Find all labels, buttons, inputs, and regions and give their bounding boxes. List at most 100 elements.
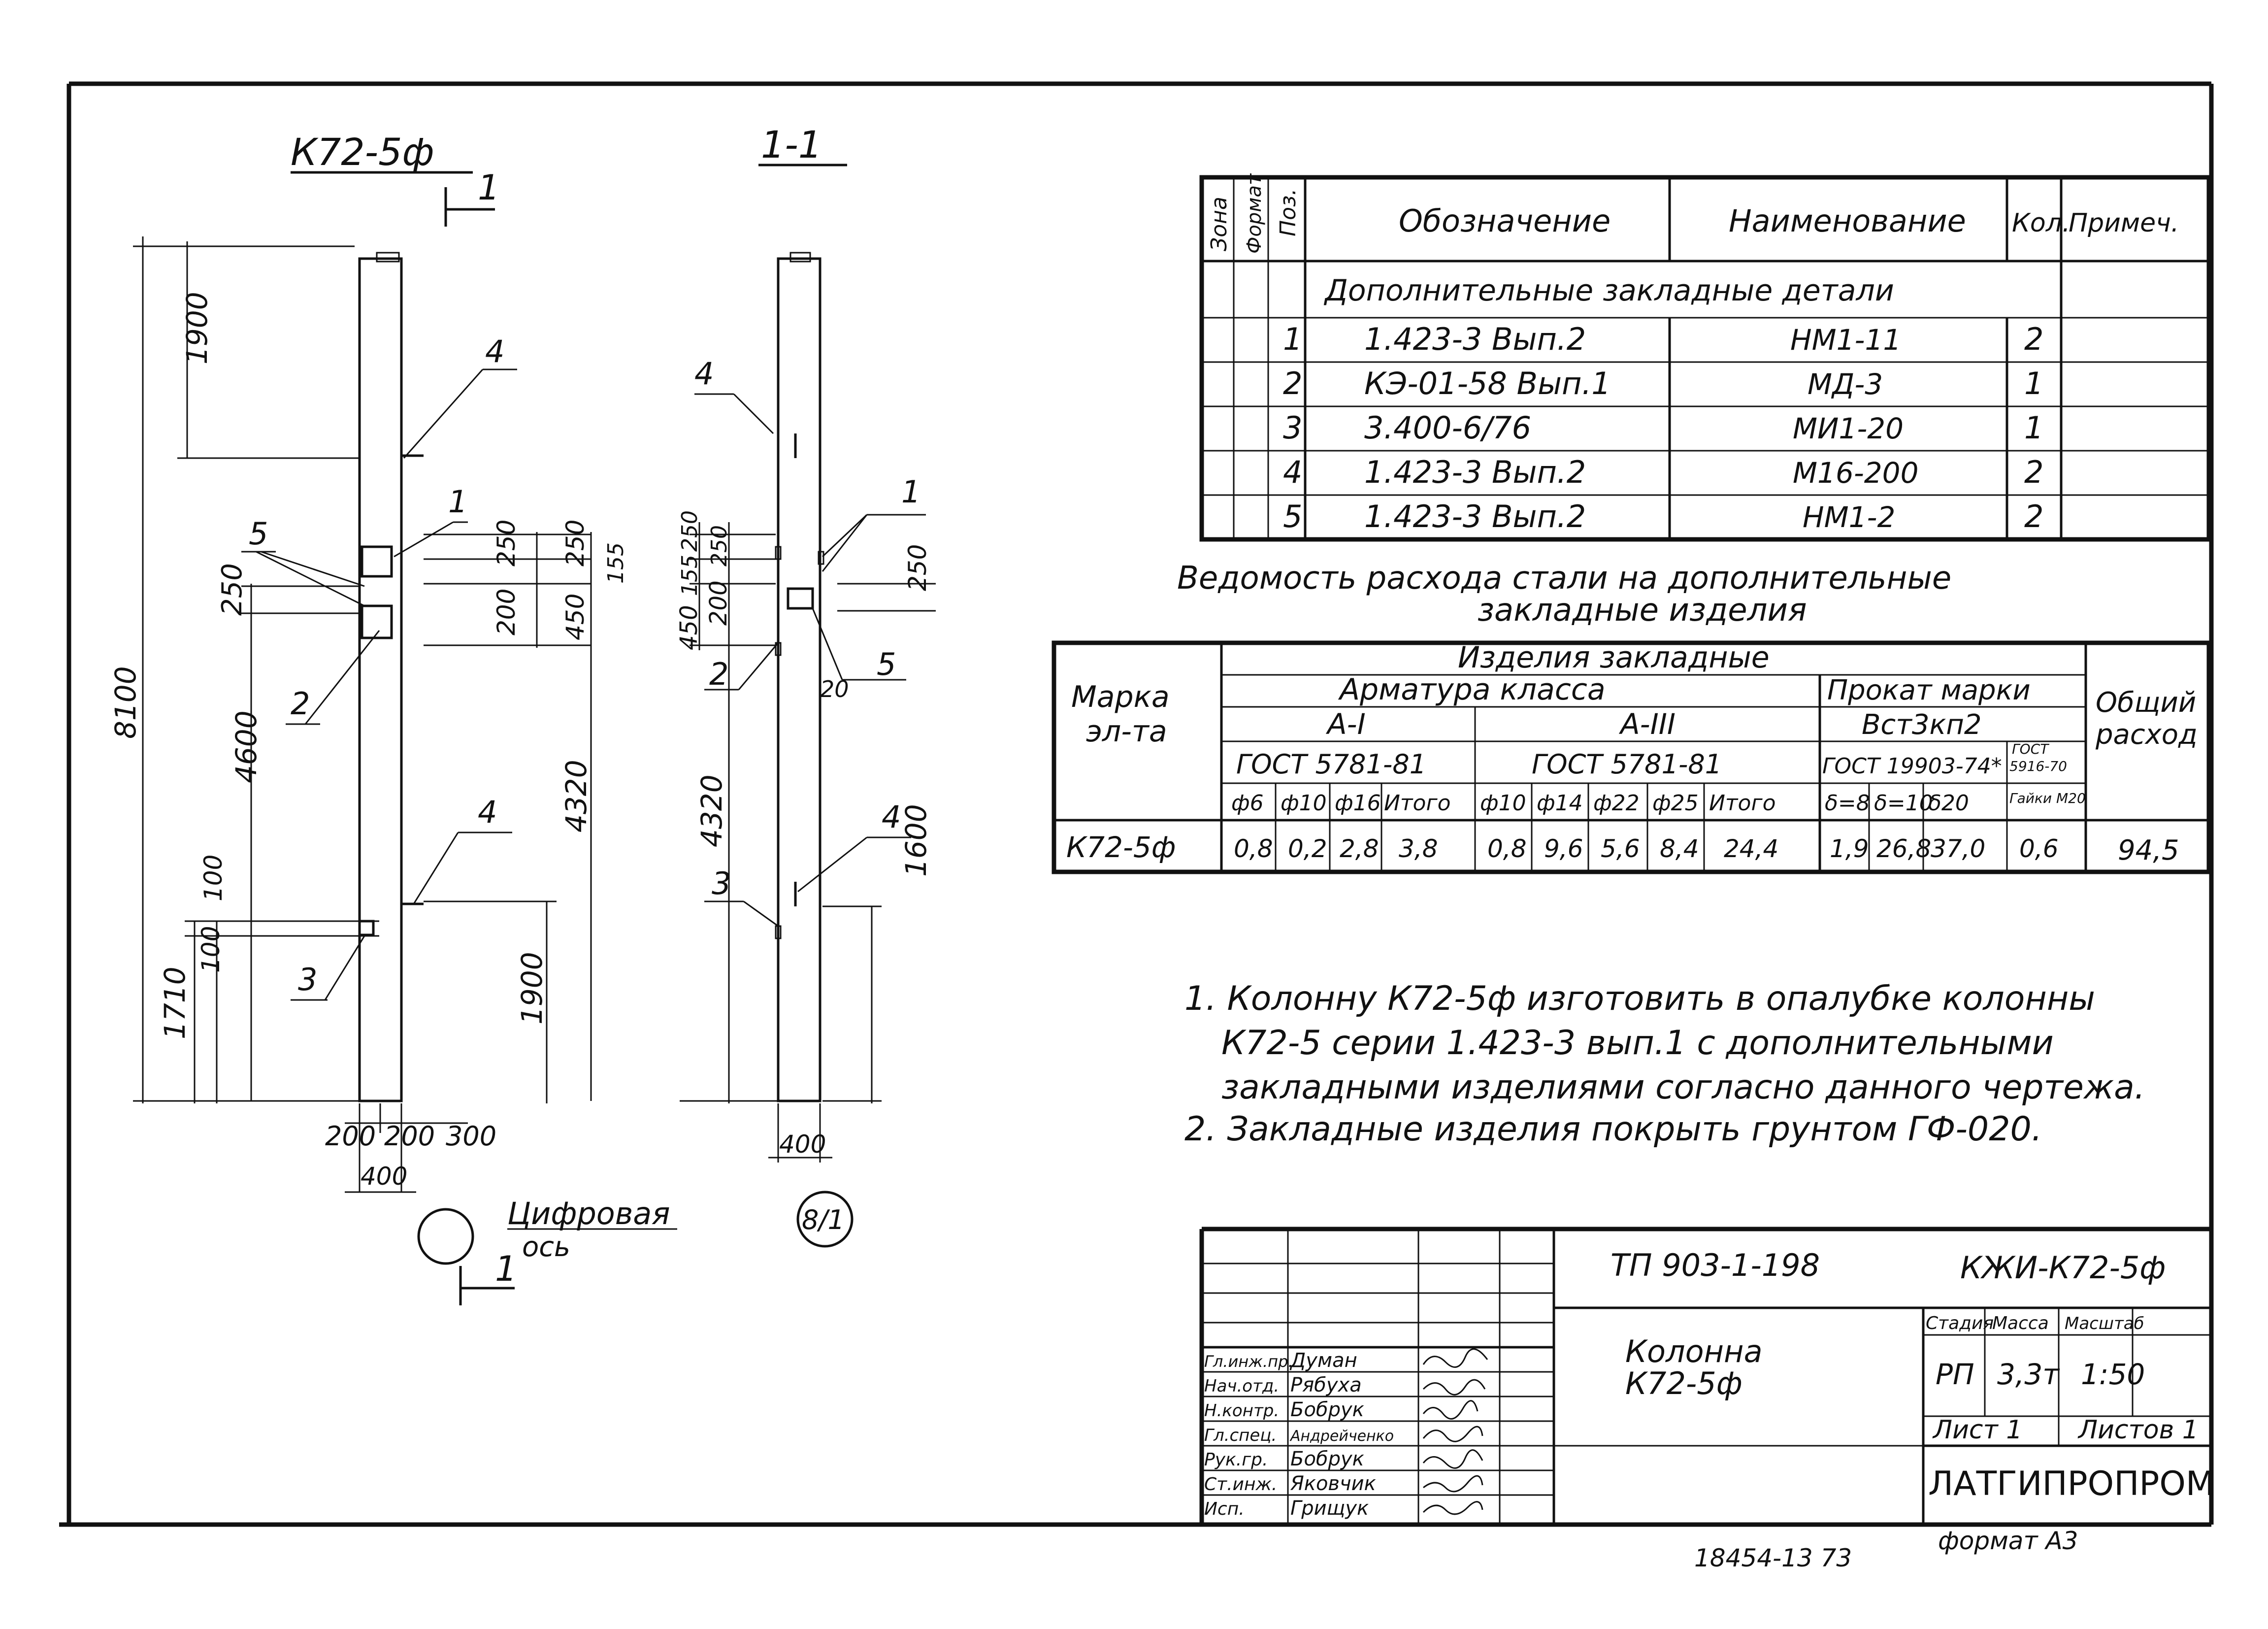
note-line-3: закладными изделиями согласно данного че…	[1221, 1068, 2145, 1107]
steel-table: Ведомость расхода стали на дополнительны…	[1052, 560, 2211, 874]
spec-row3-name: МИ1-20	[1793, 412, 1904, 445]
section-marker-top: 1	[478, 167, 500, 208]
steel-val-9: 24,4	[1724, 834, 1778, 863]
sec-callout-2: 2	[709, 656, 728, 692]
tb-role-6: Ст.инж.	[1204, 1474, 1277, 1495]
steel-rolled-header: Прокат марки	[1827, 674, 2031, 706]
steel-col-total-a3: Итого	[1709, 791, 1776, 816]
facade-title: К72-5ф	[291, 130, 434, 174]
callout-5-left: 5	[249, 516, 268, 552]
spec-row4-name: М16-200	[1793, 456, 1918, 490]
callout-1: 1	[448, 484, 467, 520]
note-line-4: 2. Закладные изделия покрыть грунтом ГФ-…	[1184, 1110, 2042, 1149]
dim-bottom-200a: 200	[325, 1121, 376, 1152]
tb-name-1: Думан	[1289, 1349, 1357, 1372]
callout-3-left: 3	[298, 962, 317, 997]
section-marker-bottom: 1	[495, 1249, 517, 1289]
steel-val-11: 26,8	[1876, 834, 1931, 863]
dim-100-a: 100	[199, 855, 228, 901]
spec-header-designation: Обозначение	[1399, 203, 1611, 239]
tb-name-6: Яковчик	[1290, 1472, 1376, 1495]
tb-name-3: Бобрук	[1290, 1398, 1364, 1421]
spec-row4-pos: 4	[1283, 454, 1302, 490]
dim-155-r: 155	[603, 542, 628, 584]
dim-4320: 4320	[559, 760, 593, 832]
steel-total-header-1: Общий	[2096, 687, 2196, 719]
sec-callout-4-bottom: 4	[882, 799, 901, 835]
spec-header-pos: Поз.	[1276, 189, 1301, 236]
spec-row3-designation: 3.400-6/76	[1364, 410, 1531, 446]
dim-450-r: 450	[561, 594, 590, 640]
spec-row3-pos: 3	[1283, 410, 1302, 446]
sec-dim-155: 155	[677, 555, 702, 596]
sec-dim-250b: 250	[707, 525, 732, 566]
tb-sheets: Листов 1	[2077, 1415, 2199, 1445]
spec-row3-qty: 1	[2024, 410, 2043, 446]
section-axis-bubble: 8/1	[802, 1204, 845, 1235]
tb-signatures: Гл.инж.пр. Думан Нач.отд. Рябуха Н.контр…	[1204, 1348, 1488, 1520]
spec-header-name: Наименование	[1729, 203, 1966, 239]
sec-dim-250-right: 250	[903, 544, 932, 591]
dim-bottom-300: 300	[446, 1121, 496, 1152]
steel-rebar-header: Арматура класса	[1338, 672, 1606, 707]
tb-name-2: Рябуха	[1290, 1374, 1362, 1396]
steel-col-f14: ф14	[1537, 791, 1583, 816]
steel-col-nuts: Гайки М20	[2009, 790, 2086, 806]
sec-callout-5: 5	[877, 646, 896, 682]
spec-section-title: Дополнительные закладные детали	[1323, 273, 1894, 308]
dim-8100: 8100	[109, 666, 142, 739]
column-section-view: 1-1 450 155 250 200 250 4320 250 1600 20	[675, 123, 936, 1248]
tb-role-4: Гл.спец.	[1204, 1426, 1277, 1445]
tb-role-2: Нач.отд.	[1204, 1376, 1279, 1396]
steel-val-3: 2,8	[1340, 834, 1379, 863]
spec-row5-pos: 5	[1283, 499, 1302, 534]
steel-val-7: 5,6	[1601, 834, 1640, 863]
tb-sheet: Лист 1	[1932, 1415, 2022, 1445]
dim-100-b: 100	[197, 926, 225, 973]
dim-1900-top: 1900	[180, 292, 214, 365]
tb-doc-code: КЖИ-К72-5ф	[1960, 1250, 2166, 1286]
sec-dim-250: 250	[677, 510, 702, 552]
spec-row5-qty: 2	[2024, 499, 2043, 534]
tb-scale: 1:50	[2081, 1358, 2145, 1391]
steel-gost-a1: ГОСТ 5781-81	[1236, 749, 1426, 780]
axis-label-line1: Цифровая	[507, 1196, 670, 1231]
spec-row1-pos: 1	[1283, 321, 1302, 357]
steel-table-title-1: Ведомость расхода стали на дополнительны…	[1177, 560, 1951, 597]
tb-item-name-2: К72-5ф	[1625, 1365, 1742, 1401]
sec-dim-1600: 1600	[899, 804, 933, 877]
spec-header-qty: Кол.	[2012, 208, 2071, 238]
steel-col-f25: ф25	[1652, 791, 1699, 816]
steel-gost-m20-1: ГОСТ	[2012, 741, 2049, 757]
steel-val-6: 9,6	[1544, 834, 1583, 863]
spec-row4-designation: 1.423-3 Вып.2	[1364, 454, 1586, 490]
section-plate-5	[787, 587, 814, 610]
steel-values-row: К72-5ф 0,8 0,2 2,8 3,8 0,8 9,6 5,6 8,4 2…	[1066, 831, 2179, 866]
column-facade-view: К72-5ф 1 8100 1900 250 4600 100 100	[109, 130, 677, 1305]
steel-gost-a3: ГОСТ 5781-81	[1532, 749, 1722, 780]
steel-rolled-grade: Вст3кп2	[1862, 709, 1982, 741]
steel-mark-header-1: Марка	[1071, 680, 1170, 714]
dim-1900-bottom: 1900	[515, 952, 549, 1025]
spec-row1-name: НМ1-11	[1790, 323, 1901, 357]
sec-callout-4-top: 4	[694, 356, 714, 392]
steel-col-f10-a3: ф10	[1480, 791, 1526, 816]
steel-val-total: 94,5	[2118, 834, 2179, 866]
dim-1710: 1710	[158, 966, 192, 1039]
spec-row4-qty: 2	[2024, 454, 2043, 490]
steel-col-d20: δ20	[1928, 791, 1969, 816]
sec-dim-4320: 4320	[695, 774, 728, 847]
steel-col-d10: δ=10	[1874, 791, 1933, 816]
tb-scale-label: Масштаб	[2065, 1314, 2144, 1333]
steel-row-mark: К72-5ф	[1066, 831, 1176, 864]
steel-column-headers: ф6 ф10 ф16 Итого ф10 ф14 ф22 ф25 Итого δ…	[1231, 790, 2086, 816]
steel-gost-m20-2: 5916-70	[2009, 758, 2067, 774]
spec-row1-designation: 1.423-3 Вып.2	[1364, 321, 1586, 357]
spec-row2-qty: 1	[2024, 366, 2043, 401]
tb-mass: 3,3т	[1997, 1358, 2060, 1391]
column-body	[358, 257, 403, 1102]
callout-4-mid: 4	[478, 794, 497, 830]
sec-callout-1: 1	[901, 474, 920, 510]
steel-group-header: Изделия закладные	[1458, 640, 1770, 675]
